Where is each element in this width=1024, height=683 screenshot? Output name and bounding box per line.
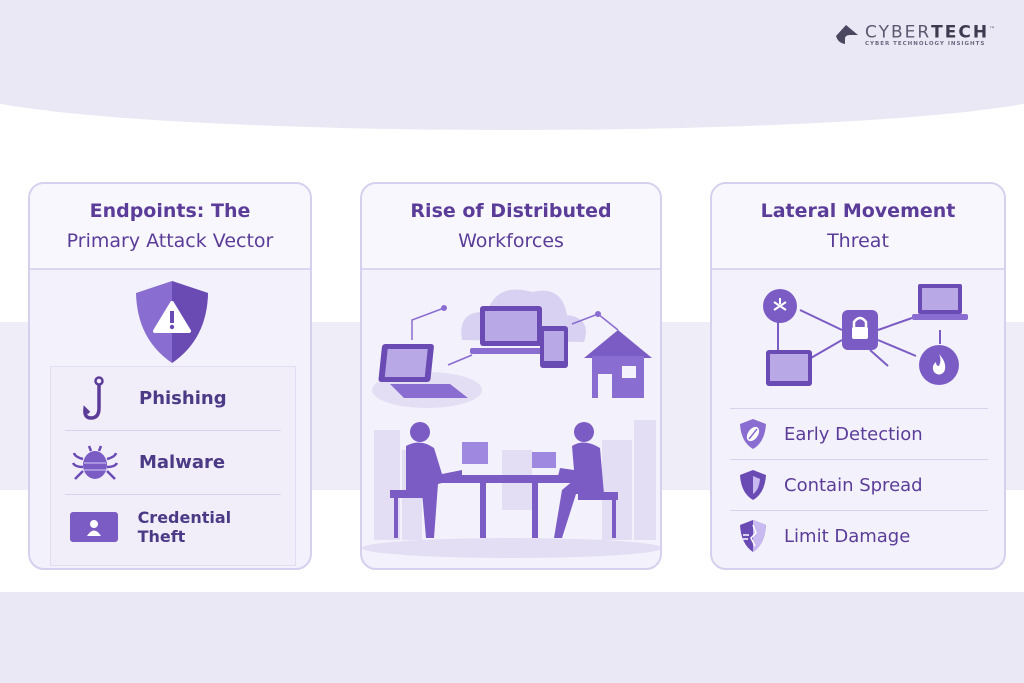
item-label: Early Detection bbox=[784, 423, 923, 445]
warning-shield-icon bbox=[136, 281, 208, 363]
laptop-icon bbox=[372, 344, 482, 408]
attack-list: Phishing Malware Credential Theft bbox=[50, 366, 296, 566]
desk-with-people bbox=[390, 422, 618, 538]
list-item-early-detection: Early Detection bbox=[730, 408, 988, 459]
title-line-1: Lateral Movement bbox=[760, 200, 956, 222]
cybertech-logo: CYBERTECH™ CYBER TECHNOLOGY INSIGHTS bbox=[834, 22, 997, 47]
shield-half-icon bbox=[740, 470, 766, 500]
title-line-2: Workforces bbox=[458, 230, 564, 252]
logo-tagline: CYBER TECHNOLOGY INSIGHTS bbox=[865, 40, 986, 47]
list-item-phishing: Phishing bbox=[65, 367, 281, 431]
lock-icon bbox=[842, 310, 878, 350]
list-item-malware: Malware bbox=[65, 431, 281, 495]
laptop-icon bbox=[912, 284, 968, 320]
top-band bbox=[0, 0, 1024, 130]
shield-leaf-icon bbox=[740, 419, 766, 449]
tablet-icon bbox=[540, 326, 568, 368]
network-diagram bbox=[763, 284, 968, 386]
desktop-monitor-icon bbox=[470, 306, 552, 354]
list-item-limit-damage: Limit Damage bbox=[730, 510, 988, 561]
monitor-icon bbox=[766, 350, 812, 386]
shield-cracked-icon bbox=[740, 520, 766, 552]
fire-threat-icon bbox=[919, 345, 959, 385]
bottom-band bbox=[0, 592, 1024, 683]
title-line-1: Rise of Distributed bbox=[410, 200, 612, 222]
bug-icon bbox=[71, 445, 119, 480]
item-label: Phishing bbox=[139, 388, 227, 409]
item-label: Contain Spread bbox=[784, 474, 923, 496]
list-item-contain-spread: Contain Spread bbox=[730, 459, 988, 510]
item-label: Credential Theft bbox=[137, 508, 232, 546]
logo-mark-icon bbox=[836, 25, 858, 45]
item-label: Malware bbox=[139, 452, 226, 473]
remote-work-illustration bbox=[362, 289, 660, 558]
id-badge-icon bbox=[70, 512, 119, 542]
title-line-2: Threat bbox=[827, 230, 889, 252]
logo-tm: ™ bbox=[989, 26, 998, 33]
list-item-credential-theft: Credential Theft bbox=[65, 495, 281, 559]
fish-hook-icon bbox=[83, 375, 104, 420]
logo-name-bold: TECH bbox=[931, 22, 990, 43]
item-label: Limit Damage bbox=[784, 525, 911, 547]
title-line-2: Primary Attack Vector bbox=[66, 230, 274, 252]
house-icon bbox=[584, 330, 652, 398]
logo-name-light: CYBER bbox=[865, 22, 932, 43]
title-line-1: Endpoints: The bbox=[89, 200, 251, 222]
mitigation-list: Early Detection Contain Spread Limit Dam… bbox=[730, 408, 988, 561]
network-node-icon bbox=[763, 289, 797, 323]
